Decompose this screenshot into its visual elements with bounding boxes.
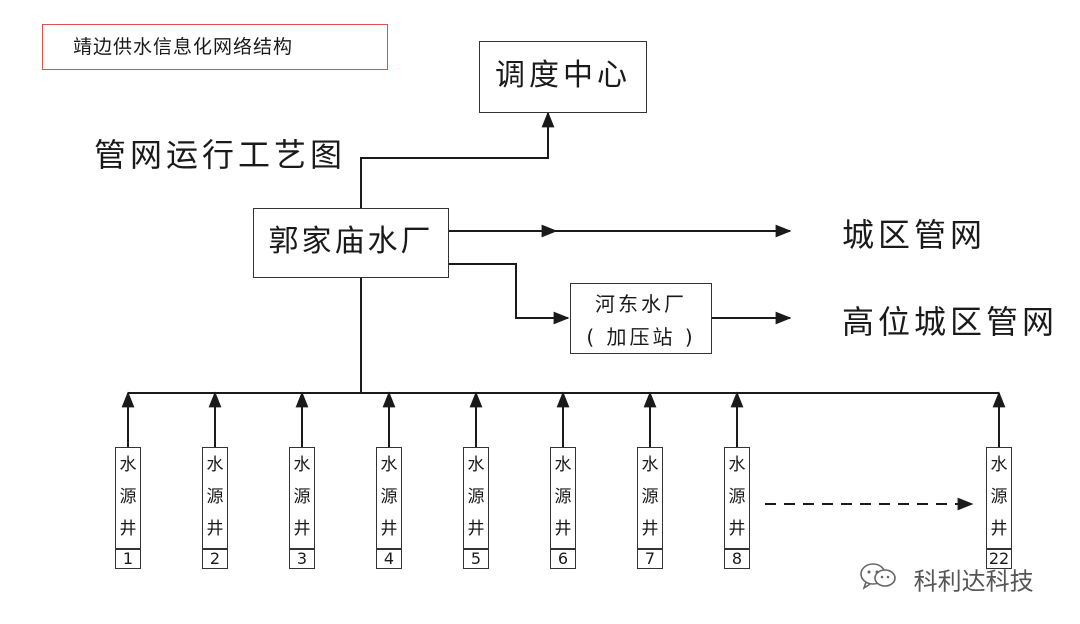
well-number: 6 (550, 549, 576, 569)
plant-to-booster-line (449, 263, 570, 325)
well-char: 水 (990, 455, 1008, 475)
well-number: 22 (986, 549, 1012, 569)
wechat-icon (858, 561, 898, 597)
well-char: 水 (206, 455, 224, 475)
well-char: 源 (206, 487, 224, 507)
well-char: 水 (554, 455, 572, 475)
well-char: 源 (293, 487, 311, 507)
well-char: 井 (641, 519, 659, 539)
well-char: 源 (467, 487, 485, 507)
watermark-text: 科利达科技 (913, 567, 1034, 596)
source-well: 水 源 井 (637, 447, 663, 549)
well-char: 水 (728, 455, 746, 475)
dispatch-center-box: 调度中心 (479, 41, 647, 113)
well-number: 7 (637, 549, 663, 569)
well-char: 水 (641, 455, 659, 475)
main-water-plant-box: 郭家庙水厂 (253, 208, 449, 278)
source-well: 水 源 井 (376, 447, 402, 549)
plant-to-dispatch-line (360, 111, 555, 208)
watermark: 科利达科技 (858, 561, 1034, 597)
booster-station-box: 河东水厂 ( 加压站 ) (570, 283, 712, 354)
well-char: 源 (641, 487, 659, 507)
well-char: 源 (380, 487, 398, 507)
well-char: 源 (119, 487, 137, 507)
source-well: 水 源 井 (550, 447, 576, 549)
well-number: 2 (202, 549, 228, 569)
process-diagram-subtitle: 管网运行工艺图 (94, 136, 347, 174)
well-char: 水 (467, 455, 485, 475)
diagram-title: 靖边供水信息化网络结构 (42, 24, 388, 70)
well-char: 井 (119, 519, 137, 539)
well-number: 5 (463, 549, 489, 569)
well-char: 井 (728, 519, 746, 539)
well-char: 水 (380, 455, 398, 475)
well-char: 水 (119, 455, 137, 475)
city-network-label: 城区管网 (842, 216, 987, 254)
source-well: 水 源 井 (463, 447, 489, 549)
well-number: 3 (289, 549, 315, 569)
well-char: 源 (554, 487, 572, 507)
well-char: 源 (990, 487, 1008, 507)
source-well: 水 源 井 (724, 447, 750, 549)
source-well: 水 源 井 (115, 447, 141, 549)
source-well: 水 源 井 (986, 447, 1012, 549)
well-char: 井 (990, 519, 1008, 539)
well-char: 水 (293, 455, 311, 475)
high-city-network-label: 高位城区管网 (842, 303, 1059, 341)
well-number: 8 (724, 549, 750, 569)
well-char: 井 (380, 519, 398, 539)
well-number: 4 (376, 549, 402, 569)
well-char: 井 (554, 519, 572, 539)
well-number: 1 (115, 549, 141, 569)
well-char: 井 (467, 519, 485, 539)
booster-station-name: 河东水厂 (595, 292, 687, 316)
booster-station-type: ( 加压站 ) (586, 325, 696, 349)
source-well: 水 源 井 (202, 447, 228, 549)
source-well: 水 源 井 (289, 447, 315, 549)
well-char: 井 (206, 519, 224, 539)
well-char: 源 (728, 487, 746, 507)
well-char: 井 (293, 519, 311, 539)
